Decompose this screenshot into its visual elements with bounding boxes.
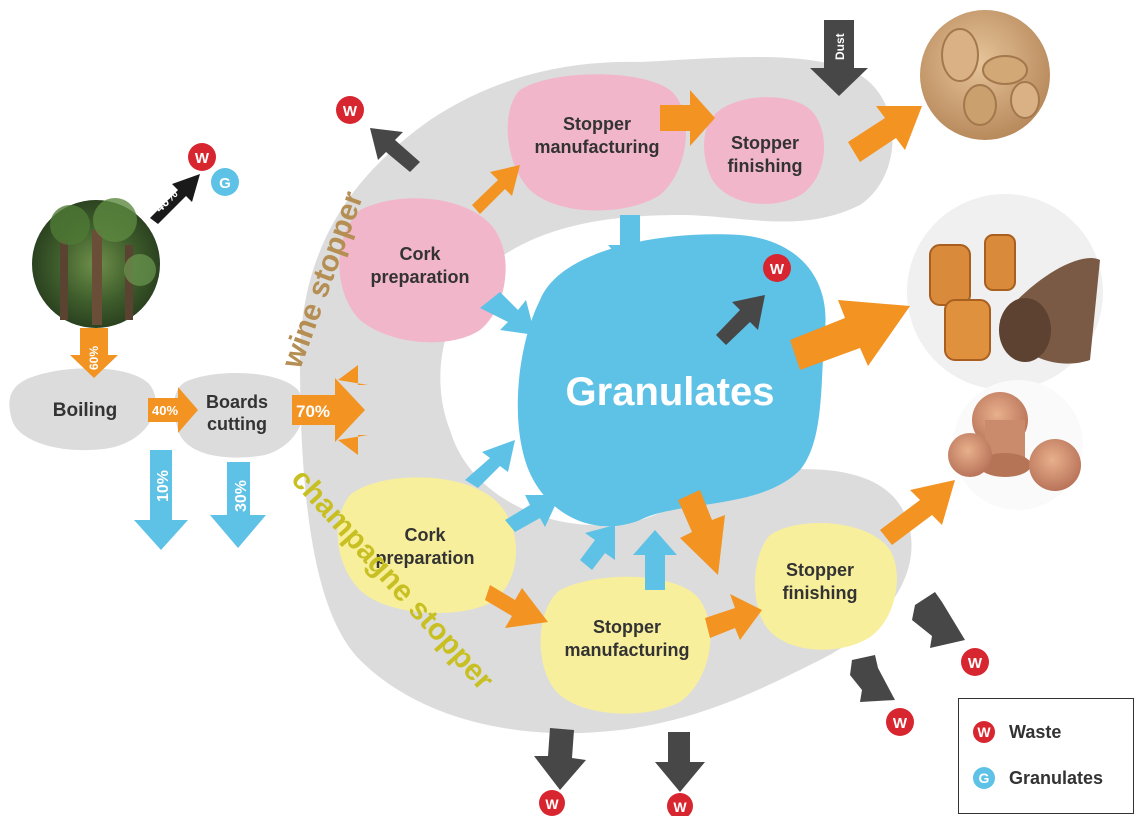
svg-text:W: W bbox=[545, 796, 559, 812]
champ-prep-to-granulates-arrow-1 bbox=[465, 440, 515, 488]
granulates-to-product-arrow bbox=[790, 300, 910, 370]
tree-granulates-badge: G bbox=[211, 168, 239, 196]
wine-prep-to-manuf-arrow bbox=[472, 165, 520, 214]
champ-band-waste-badge-2: W bbox=[667, 793, 693, 816]
champ-manuf-to-finish-arrow bbox=[705, 594, 762, 640]
granulates-waste-badge: W bbox=[763, 254, 791, 282]
svg-text:G: G bbox=[219, 175, 231, 192]
wine-manuf-to-granulates-arrow bbox=[608, 215, 652, 270]
champ-band-waste-arrow-2 bbox=[655, 732, 705, 792]
granulates-waste-arrow bbox=[716, 295, 765, 345]
legend-granulates-label: Granulates bbox=[1009, 767, 1104, 788]
champ-finish-waste-badge-1: W bbox=[961, 648, 989, 676]
boiling-out-arrow bbox=[134, 450, 188, 550]
cutting-to-wine-arrow bbox=[338, 365, 368, 385]
legend-waste-label: Waste bbox=[1009, 721, 1062, 742]
wine-prep-to-granulates-arrow bbox=[480, 292, 535, 335]
boiling-node bbox=[9, 368, 156, 451]
wine-stopper-manufacturing-label-1: Stopper bbox=[563, 114, 631, 134]
wine-finish-to-product-arrow bbox=[848, 106, 922, 162]
dust-label: Dust bbox=[833, 33, 847, 60]
tree-to-waste-arrow bbox=[150, 174, 200, 224]
tree-to-waste-pct: 40% bbox=[152, 186, 181, 215]
champ-prep-to-granulates-arrow-2 bbox=[505, 495, 560, 532]
champagne-stopper-finishing-label-2: finishing bbox=[783, 583, 858, 603]
wine-cork-preparation-label-1: Cork bbox=[399, 244, 441, 264]
champ-finish-waste-arrow-2 bbox=[850, 655, 895, 702]
wine-stopper-finishing-node[interactable] bbox=[704, 97, 825, 204]
wine-manuf-to-finish-arrow bbox=[660, 90, 715, 146]
champ-manuf-to-granulates-arrow-2 bbox=[633, 530, 677, 590]
champagne-stopper-finishing-node[interactable] bbox=[754, 523, 897, 650]
svg-text:W: W bbox=[968, 655, 983, 672]
svg-text:W: W bbox=[195, 150, 210, 167]
champagne-corks-image bbox=[948, 380, 1083, 510]
champ-manuf-to-granulates-arrow-1 bbox=[580, 525, 615, 570]
wine-stopper-finishing-label-1: Stopper bbox=[731, 133, 799, 153]
wine-stopper-manufacturing-label-2: manufacturing bbox=[534, 137, 659, 157]
champ-finish-waste-arrow-1 bbox=[912, 592, 965, 648]
boards-cutting-node bbox=[174, 372, 304, 458]
cutting-out-pct: 30% bbox=[233, 480, 250, 512]
boiling-to-cutting-pct: 40% bbox=[152, 403, 178, 418]
tree-to-boiling-pct: 60% bbox=[87, 346, 101, 370]
wine-cork-preparation-label-2: preparation bbox=[370, 267, 469, 287]
svg-text:W: W bbox=[673, 799, 687, 815]
tree-to-boiling-arrow bbox=[70, 328, 118, 378]
boards-cutting-label-1: Boards bbox=[206, 392, 268, 412]
wine-stopper-finishing-label-2: finishing bbox=[728, 156, 803, 176]
champ-finish-to-product-arrow bbox=[880, 480, 955, 545]
waste-badge-icon: W bbox=[973, 721, 995, 743]
cutting-to-stopper-pct: 70% bbox=[296, 402, 330, 421]
granulates-to-champ-finish-arrow bbox=[678, 490, 725, 575]
champagne-stopper-manufacturing-node[interactable] bbox=[540, 576, 711, 714]
granulates-badge-icon: G bbox=[973, 767, 995, 789]
legend-waste: W Waste bbox=[973, 721, 1061, 743]
svg-text:W: W bbox=[893, 715, 908, 732]
wine-waste-arrow bbox=[370, 128, 420, 172]
svg-text:W: W bbox=[770, 261, 785, 278]
champ-finish-waste-badge-2: W bbox=[886, 708, 914, 736]
champ-band-waste-arrow-1 bbox=[534, 728, 586, 790]
cork-forest-image bbox=[32, 198, 160, 328]
svg-text:W: W bbox=[343, 103, 358, 120]
champ-prep-to-manuf-arrow bbox=[485, 585, 548, 628]
dust-arrow bbox=[810, 20, 868, 96]
cutting-to-stopper-arrow bbox=[292, 378, 365, 442]
granulate-products-image bbox=[907, 194, 1103, 390]
champagne-stopper-manufacturing-label-1: Stopper bbox=[593, 617, 661, 637]
wine-stopper-manufacturing-node[interactable] bbox=[507, 74, 687, 211]
wine-waste-badge: W bbox=[336, 96, 364, 124]
champ-band-waste-badge-1: W bbox=[539, 790, 565, 816]
legend: W Waste G Granulates bbox=[958, 698, 1134, 814]
champagne-stopper-manufacturing-label-2: manufacturing bbox=[564, 640, 689, 660]
cutting-out-arrow bbox=[210, 462, 266, 548]
champagne-cork-preparation-label-1: Cork bbox=[404, 525, 446, 545]
cutting-to-champagne-arrow bbox=[338, 435, 368, 455]
boiling-out-pct: 10% bbox=[155, 470, 172, 502]
granulates-label: Granulates bbox=[566, 370, 775, 414]
wine-corks-image bbox=[920, 10, 1050, 140]
champagne-stopper-finishing-label-1: Stopper bbox=[786, 560, 854, 580]
boiling-to-cutting-arrow bbox=[148, 387, 198, 433]
champagne-cork-preparation-label-2: preparation bbox=[375, 548, 474, 568]
boiling-label: Boiling bbox=[53, 400, 117, 421]
wine-cork-preparation-node[interactable] bbox=[339, 198, 506, 343]
champagne-cork-preparation-node[interactable] bbox=[337, 477, 517, 613]
tree-waste-badge: W bbox=[188, 143, 216, 171]
legend-granulates: G Granulates bbox=[973, 767, 1103, 789]
boards-cutting-label-2: cutting bbox=[207, 414, 267, 434]
